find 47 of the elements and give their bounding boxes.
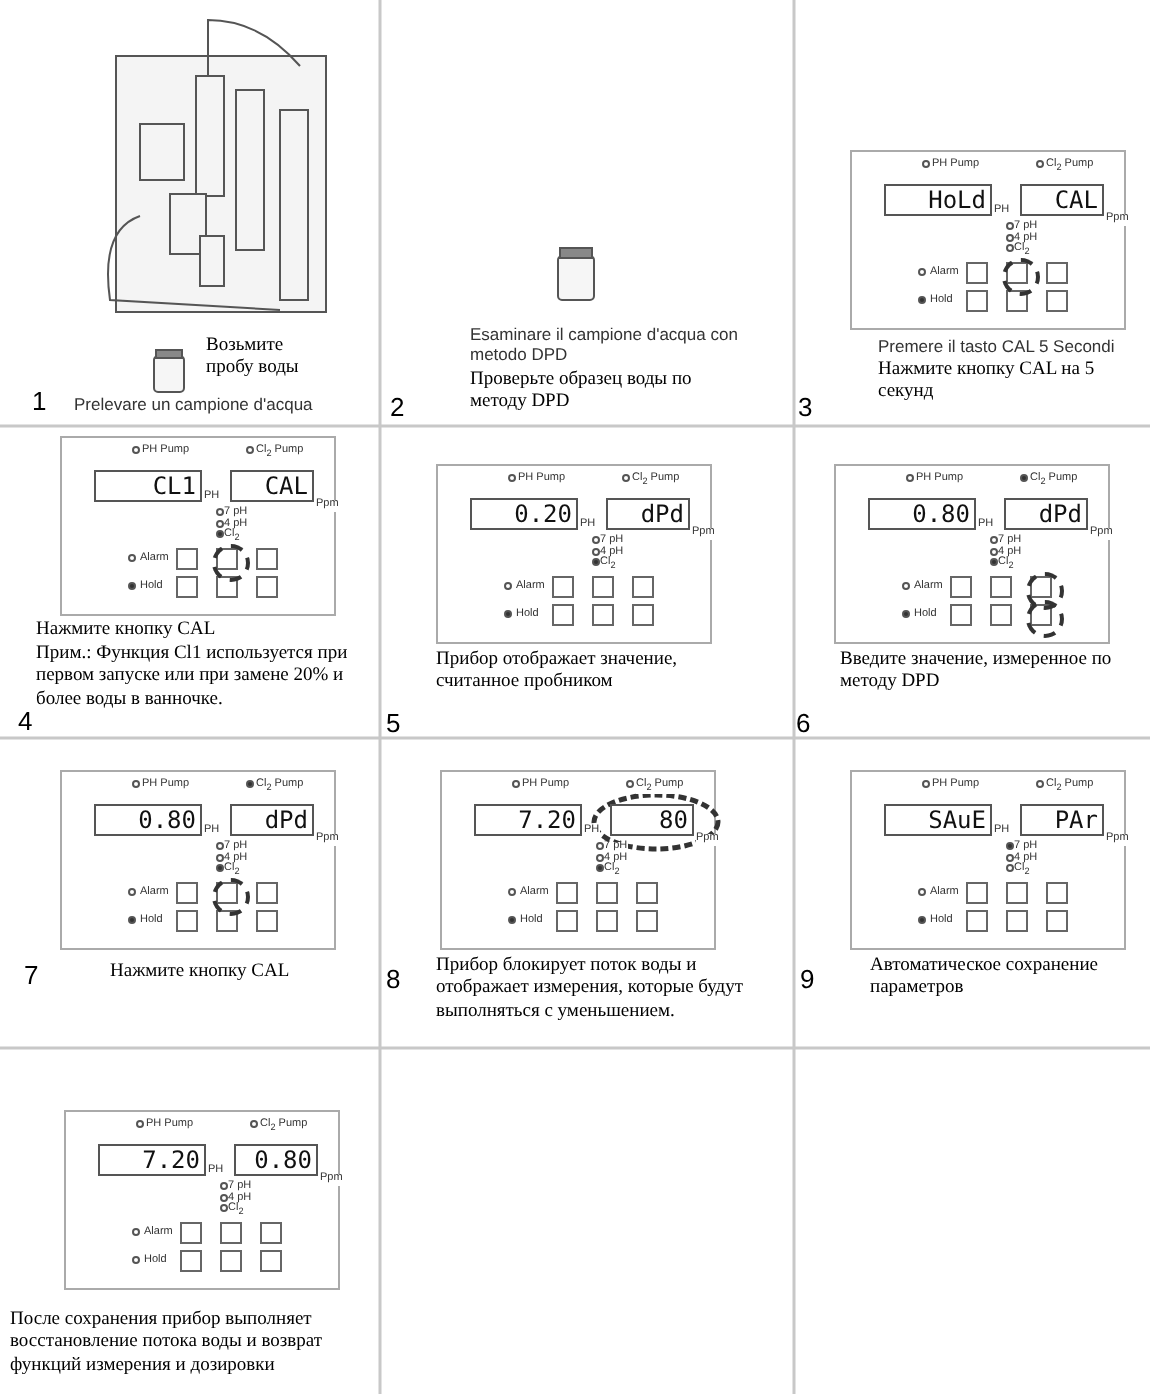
instruction-text: Esaminare il campione d'acqua con metodo DPD (470, 324, 740, 365)
instruction-text: Нажмите кнопку CAL (36, 620, 218, 643)
display-readout: CAL (230, 470, 314, 502)
display-readout: dPd (230, 804, 314, 836)
step-number: 7 (24, 960, 41, 992)
instruction-text: Автоматическое сохранение параметров (870, 956, 1101, 1002)
controller-panel (834, 464, 1110, 644)
instruction-text: Введите значение, измеренное по методу DPD (840, 650, 1114, 696)
controller-panel (850, 150, 1126, 330)
step-number: 8 (386, 964, 403, 996)
display-readout: 0.80 (234, 1144, 318, 1176)
controller-panel (436, 464, 712, 644)
display-readout: 7.20 (98, 1144, 206, 1176)
instruction-text: Возьмите пробу воды (206, 336, 301, 382)
display-readout: 0.20 (470, 498, 578, 530)
instruction-text: Прибор блокирует поток воды и отображает измерения, которые будут выполняться с уменьшением. (436, 956, 746, 1025)
controller-panel (440, 770, 716, 950)
step-number: 4 (18, 706, 35, 738)
step-number: 1 (32, 386, 49, 418)
instruction-text: Prelevare un campione d'acqua (74, 394, 315, 415)
display-readout: CAL (1020, 184, 1104, 216)
controller-panel (64, 1110, 340, 1290)
display-readout: 80 (610, 804, 694, 836)
controller-panel (60, 770, 336, 950)
display-readout: 0.80 (868, 498, 976, 530)
step-number: 5 (386, 708, 403, 740)
display-readout: 7.20 (474, 804, 582, 836)
instruction-text: Проверьте образец воды по методу DPD (470, 370, 694, 416)
step-number: 9 (800, 964, 817, 996)
display-readout: SAuE (884, 804, 992, 836)
display-readout: dPd (606, 498, 690, 530)
display-readout: 0.80 (94, 804, 202, 836)
step-number: 2 (390, 392, 407, 424)
display-readout: PAr (1020, 804, 1104, 836)
controller-panel (850, 770, 1126, 950)
instruction-text: Premere il tasto CAL 5 Secondi (878, 336, 1117, 357)
instruction-text: После сохранения прибор выполняет восстановление потока воды и возврат функций измерения и дозировки (10, 1310, 325, 1379)
instruction-text: Нажмите кнопку CAL на 5 секунд (878, 360, 1097, 406)
step-number: 3 (798, 392, 815, 424)
display-readout: HoLd (884, 184, 992, 216)
controller-panel (60, 436, 336, 616)
step-number: 6 (796, 708, 813, 740)
display-readout: CL1 (94, 470, 202, 502)
instruction-text: Прим.: Функция Cl1 используется при первом запуске или при замене 20% и более воды в ванночке. (36, 644, 350, 713)
instruction-text: Нажмите кнопку CAL (110, 962, 292, 985)
instruction-text: Прибор отображает значение, считанное пробником (436, 650, 680, 696)
display-readout: dPd (1004, 498, 1088, 530)
